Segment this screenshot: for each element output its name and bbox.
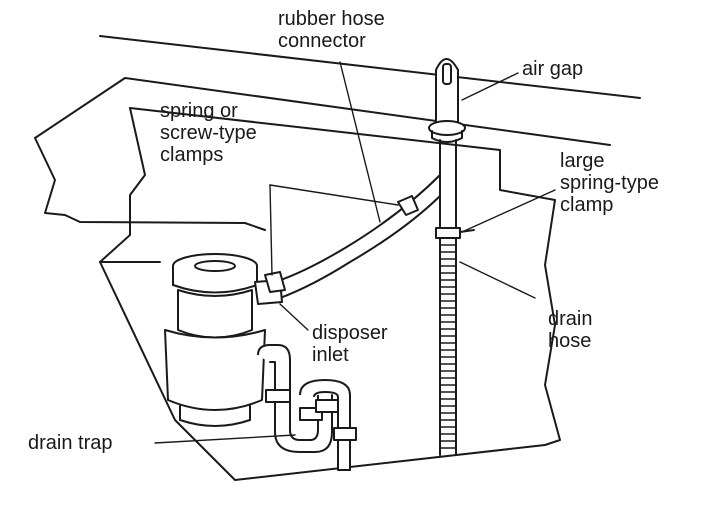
- label-air-gap: air gap: [522, 58, 584, 80]
- disposer: [164, 253, 286, 427]
- label-drain-hose: drain hose: [548, 308, 593, 352]
- label-drain-trap: drain trap: [28, 432, 113, 454]
- leader-clamp-2: [269, 184, 273, 276]
- label-disposer-inlet: disposer inlet: [312, 322, 388, 366]
- leader-large-clamp: [461, 189, 556, 233]
- leader-drain-hose: [459, 261, 536, 299]
- drain-trap: [257, 344, 357, 471]
- leader-air-gap: [461, 72, 519, 101]
- countertop: [99, 35, 641, 99]
- label-spring-clamps: spring or screw-type clamps: [160, 100, 257, 166]
- leader-disposer-inlet: [279, 303, 309, 331]
- leader-clamp-1: [269, 184, 399, 206]
- air-gap-and-drain-hose: [428, 58, 475, 456]
- rubber-hose-connector: [274, 174, 441, 299]
- leader-drain-trap: [154, 434, 296, 444]
- label-rubber-hose-connector: rubber hose connector: [278, 8, 385, 52]
- label-large-clamp: large spring-type clamp: [560, 150, 659, 216]
- drain-hose-ribs: [439, 237, 457, 449]
- leader-lines: [154, 61, 556, 444]
- leader-rubber-hose: [339, 61, 381, 223]
